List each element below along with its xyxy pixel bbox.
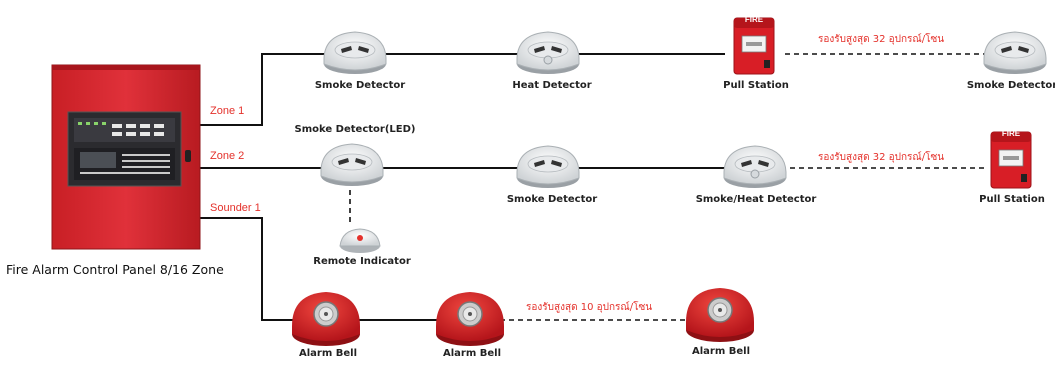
panel-title: Fire Alarm Control Panel 8/16 Zone (6, 262, 224, 277)
zone1-heat-detector-icon (516, 31, 580, 75)
zone1-device-label-1: Smoke Detector (314, 80, 406, 91)
alarm-bell-1-icon (291, 291, 361, 347)
zone2-device-label-1: Smoke Detector (506, 194, 598, 205)
zone1-smoke-detector-end-icon (983, 31, 1047, 75)
zone2-capacity-note: รองรับสูงสุด 32 อุปกรณ์/โซน (818, 152, 945, 163)
sounder1-label: Sounder 1 (210, 202, 261, 214)
alarm-bell-3-icon (685, 287, 755, 343)
zone2-label: Zone 2 (210, 150, 245, 162)
remote-indicator-label: Remote Indicator (313, 256, 411, 267)
zone1-capacity-note: รองรับสูงสุด 32 อุปกรณ์/โซน (818, 34, 945, 45)
zone2-device-label-2: Smoke/Heat Detector (695, 194, 817, 205)
sounder-capacity-note: รองรับสูงสุด 10 อุปกรณ์/โซน (526, 302, 653, 313)
wiring (199, 53, 725, 321)
alarm-bell-2-icon (435, 291, 505, 347)
zone1-label: Zone 1 (210, 105, 245, 117)
sounder-device-label-2: Alarm Bell (442, 348, 502, 359)
svg-text:FIRE: FIRE (745, 15, 764, 24)
sounder-line (199, 217, 460, 321)
zone2-pull-station-icon: FIRE (990, 129, 1032, 189)
zone1-line (199, 53, 725, 126)
zone1-device-label-3: Pull Station (723, 80, 789, 91)
zone2-smoke-heat-detector-icon (723, 145, 787, 189)
zone1-pull-station-icon: FIRE (733, 15, 775, 75)
zone2-smoke-detector-icon (516, 145, 580, 189)
control-panel (51, 64, 201, 250)
zone1-device-label-4: Smoke Detector (966, 80, 1055, 91)
zone1-device-label-2: Heat Detector (512, 80, 592, 91)
zone2-top-label: Smoke Detector(LED) (294, 124, 416, 135)
svg-text:FIRE: FIRE (1002, 129, 1021, 138)
zone2-device-label-3: Pull Station (979, 194, 1045, 205)
zone1-smoke-detector-icon (323, 31, 387, 75)
sounder-device-label-3: Alarm Bell (691, 346, 751, 357)
dashed-extensions (349, 53, 985, 321)
sounder-device-label-1: Alarm Bell (298, 348, 358, 359)
zone2-smoke-detector-led-icon (320, 143, 384, 187)
remote-indicator-icon (339, 228, 381, 253)
